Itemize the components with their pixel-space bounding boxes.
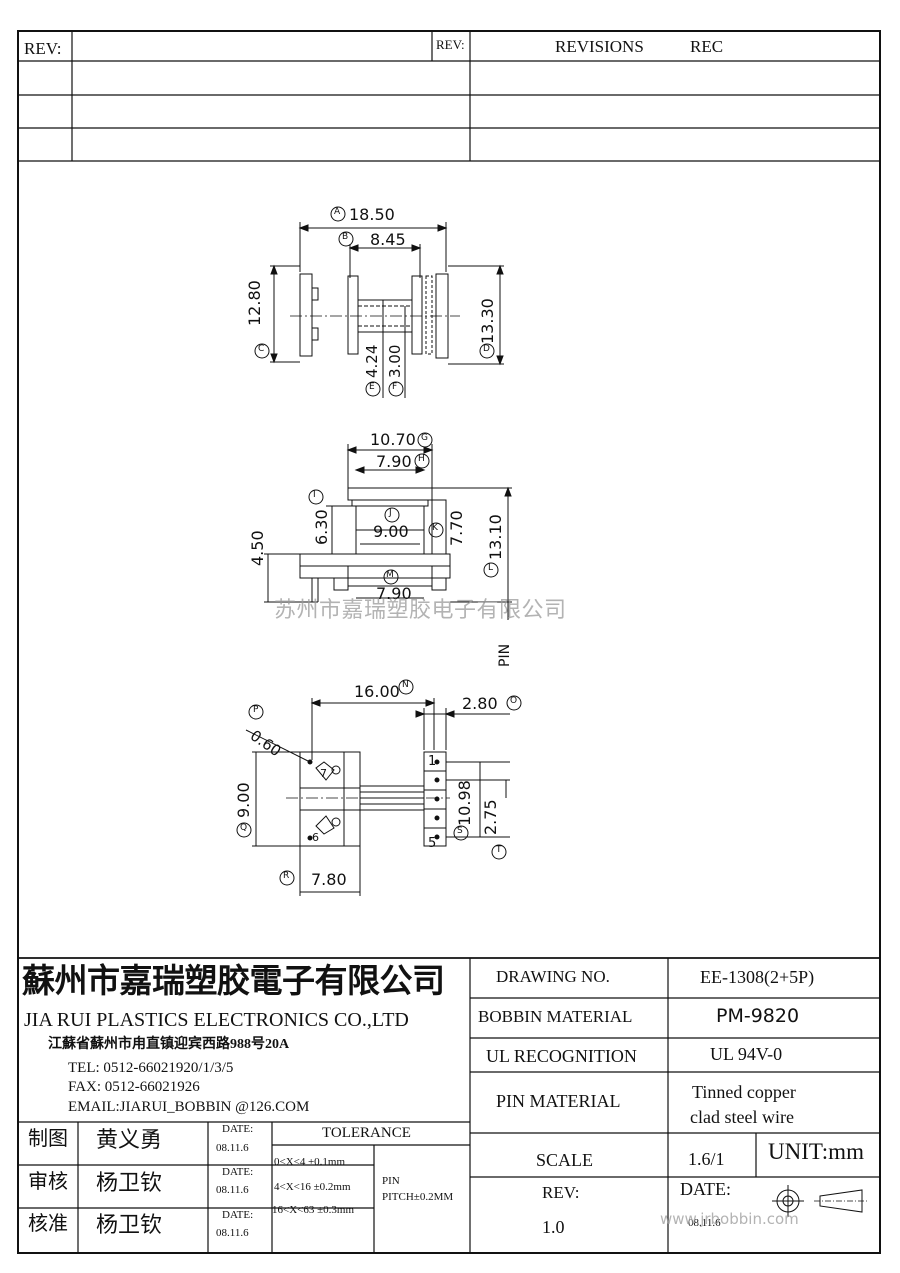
company-name-en: JIA RUI PLASTICS ELECTRONICS CO.,LTD — [24, 1009, 409, 1031]
marker-o: O — [510, 696, 518, 706]
marker-s: S — [457, 826, 463, 836]
scale-label: SCALE — [536, 1150, 594, 1170]
side-dim-m: 7.90 — [376, 584, 412, 603]
pin-number-6: 6 — [312, 831, 319, 844]
company-name-cn: 蘇州市嘉瑞塑胶電子有限公司 — [22, 964, 445, 1000]
marker-l: L — [488, 563, 494, 573]
pin-number-7: 7 — [320, 767, 327, 780]
tolerance-row-1: 0<X<4 ±0.1mm — [274, 1156, 346, 1168]
pin-label: PIN — [382, 1175, 400, 1187]
marker-d: D — [483, 344, 490, 354]
marker-r: R — [283, 871, 290, 881]
sign-date-checked: 08.11.6 — [216, 1184, 249, 1196]
sign-date-drawn: 08.11.6 — [216, 1142, 249, 1154]
marker-p: P — [253, 705, 259, 715]
rev-label-left: REV: — [24, 39, 62, 58]
side-dim-h: 7.90 — [376, 452, 412, 471]
marker-f: F — [392, 382, 398, 392]
side-dim-j: 9.00 — [373, 522, 409, 541]
sign-name-approved: 杨卫钦 — [96, 1212, 163, 1237]
pitch-label: PITCH±0.2MM — [382, 1191, 454, 1203]
marker-j: J — [389, 508, 392, 518]
marker-q: Q — [240, 823, 248, 833]
sign-date-label-checked: DATE: — [222, 1166, 254, 1178]
unit-label: UNIT:mm — [768, 1139, 864, 1164]
top-dim-b: 8.45 — [370, 230, 406, 249]
marker-e: E — [369, 382, 375, 392]
marker-m: M — [386, 570, 394, 580]
sign-name-checked: 杨卫钦 — [96, 1170, 163, 1195]
side-dim-g: 10.70 — [370, 430, 416, 449]
company-email: EMAIL:JIARUI_BOBBIN @126.COM — [68, 1099, 310, 1115]
date-value-big: 08.11.6 — [688, 1217, 721, 1229]
top-dim-a: 18.50 — [349, 205, 395, 224]
pin-number-1: 1 — [428, 754, 437, 769]
sign-role-approved: 核准 — [28, 1213, 68, 1235]
company-tel: TEL: 0512-66021920/1/3/5 — [68, 1060, 234, 1076]
sign-name-drawn: 黄义勇 — [96, 1127, 163, 1152]
bobbin-material-label: BOBBIN MATERIAL — [478, 1007, 633, 1026]
pin-material-line2: clad steel wire — [690, 1107, 794, 1127]
sign-role-checked: 审核 — [28, 1171, 68, 1193]
watermark-chinese: 苏州市嘉瑞塑胶电子有限公司 — [274, 598, 567, 623]
sign-date-approved: 08.11.6 — [216, 1227, 249, 1239]
rec-label: REC — [690, 37, 724, 56]
pin-material-label: PIN MATERIAL — [496, 1091, 621, 1111]
drawing-no-value: EE-1308(2+5P) — [700, 967, 815, 987]
marker-k: K — [432, 523, 438, 533]
bottom-dim-o: 2.80 — [462, 694, 498, 713]
date-label-big: DATE: — [680, 1179, 731, 1199]
drawing-no-label: DRAWING NO. — [496, 967, 610, 986]
marker-n: N — [402, 680, 409, 690]
pin-number-5: 5 — [428, 836, 437, 851]
tolerance-row-2: 4<X<16 ±0.2mm — [274, 1181, 351, 1193]
ul-recognition-value: UL 94V-0 — [710, 1044, 783, 1064]
marker-a: A — [334, 207, 341, 217]
marker-i: I — [313, 490, 316, 500]
marker-g: G — [421, 433, 428, 443]
rev-value: 1.0 — [542, 1217, 565, 1237]
rev-label: REV: — [542, 1183, 580, 1202]
company-address: 江蘇省蘇州市甪直镇迎宾西路988号20A — [48, 1037, 290, 1052]
bottom-dim-r: 7.80 — [311, 870, 347, 889]
revisions-label: REVISIONS — [555, 37, 644, 56]
watermark-url: www.jrbobbin.com — [660, 1210, 799, 1228]
marker-t: T — [496, 845, 502, 855]
sign-date-label-approved: DATE: — [222, 1209, 254, 1221]
marker-h: H — [418, 454, 425, 464]
ul-recognition-label: UL RECOGNITION — [486, 1046, 637, 1066]
marker-b: B — [342, 232, 349, 242]
sign-role-drawn: 制图 — [28, 1128, 68, 1150]
company-fax: FAX: 0512-66021926 — [68, 1079, 200, 1095]
bottom-dim-n: 16.00 — [354, 682, 400, 701]
tolerance-label: TOLERANCE — [322, 1125, 411, 1141]
marker-c: C — [258, 344, 265, 354]
bobbin-material-value: PM-9820 — [716, 1005, 800, 1027]
sign-date-label-drawn: DATE: — [222, 1123, 254, 1135]
rev-label-right: REV: — [436, 37, 465, 52]
scale-value: 1.6/1 — [688, 1149, 725, 1169]
pin-material-line1: Tinned copper — [692, 1082, 796, 1102]
tolerance-row-3: 16<X<63 ±0.3mm — [272, 1204, 355, 1216]
